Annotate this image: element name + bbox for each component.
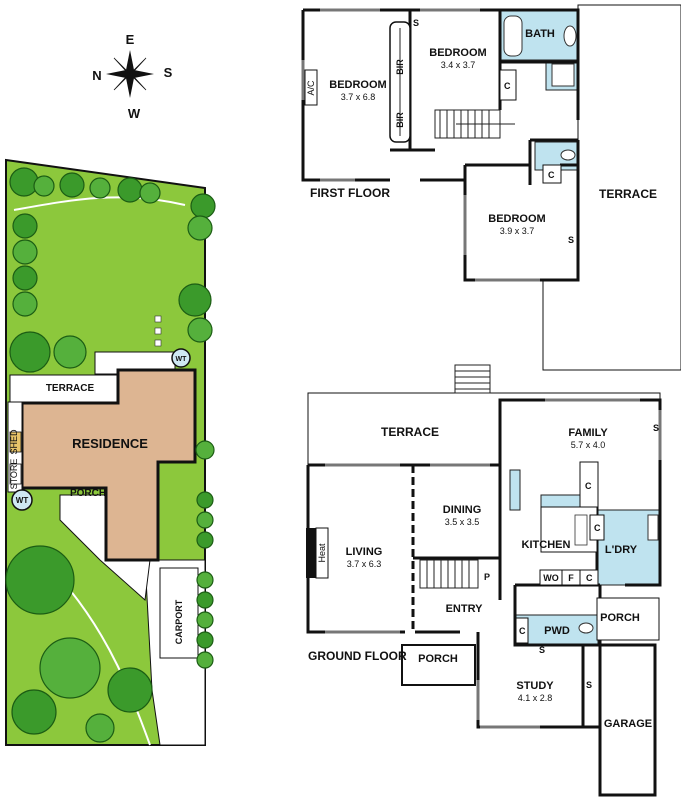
site-wt-label-2: WT <box>16 496 29 505</box>
gf-porch-front-label: PORCH <box>418 653 458 665</box>
ff-title: FIRST FLOOR <box>310 186 390 200</box>
compass-south: S <box>164 65 173 80</box>
ff-c2: C <box>548 170 555 180</box>
ff-terrace: TERRACE <box>599 187 657 201</box>
gf-living-name: LIVING <box>346 546 383 558</box>
site-shed <box>9 431 22 453</box>
gf-dining-size: 3.5 x 3.5 <box>445 517 480 527</box>
gf-laundry: L'DRY <box>605 544 638 556</box>
ff-bath: BATH <box>525 28 555 40</box>
ff-ac: A/C <box>306 80 316 96</box>
gf-f: F <box>568 573 574 583</box>
site-carport-label: CARPORT <box>174 599 184 644</box>
site-store-label: STORE <box>9 459 19 490</box>
gf-title: GROUND FLOOR <box>308 649 407 663</box>
ff-c1: C <box>504 81 511 91</box>
site-porch-label: PORCH <box>70 488 106 499</box>
site-wt-label-1: WT <box>176 356 188 363</box>
gf-c3: C <box>586 573 593 583</box>
compass-east: E <box>126 32 135 47</box>
gf-pwd: PWD <box>544 625 570 637</box>
gf-study-size: 4.1 x 2.8 <box>518 693 553 703</box>
first-floor-plan <box>301 4 681 371</box>
gf-heat: Heat <box>317 543 327 563</box>
site-water-tank-2 <box>11 489 33 511</box>
site-water-tank-1 <box>171 348 191 368</box>
gf-family-name: FAMILY <box>568 427 608 439</box>
gf-terrace: TERRACE <box>381 425 439 439</box>
ff-bir-2: BIR <box>395 112 405 128</box>
ff-bedroom3-name: BEDROOM <box>488 213 545 225</box>
gf-porch-front <box>401 644 476 686</box>
gf-porch-side <box>596 597 660 641</box>
site-carport <box>159 567 199 659</box>
gf-c2: C <box>594 523 601 533</box>
gf-living-size: 3.7 x 6.3 <box>347 559 382 569</box>
gf-study-name: STUDY <box>516 680 554 692</box>
gf-dining-name: DINING <box>443 504 482 516</box>
ff-bedroom1-size: 3.7 x 6.8 <box>341 92 376 102</box>
site-residence-label: RESIDENCE <box>72 436 148 451</box>
site-terrace-label: TERRACE <box>46 383 95 394</box>
ground-floor-plan <box>306 364 662 797</box>
compass-north: N <box>92 68 101 83</box>
gf-entry: ENTRY <box>446 603 484 615</box>
site-terrace <box>9 374 123 404</box>
gf-s1: S <box>653 423 659 433</box>
ff-bedroom2-size: 3.4 x 3.7 <box>441 60 476 70</box>
gf-kitchen: KITCHEN <box>522 539 571 551</box>
compass-rose <box>106 50 154 98</box>
ff-bedroom2-name: BEDROOM <box>429 47 486 59</box>
site-plan <box>5 158 216 746</box>
compass-west: W <box>128 106 141 121</box>
gf-porch-side-label: PORCH <box>600 612 640 624</box>
gf-p: P <box>484 572 490 582</box>
ff-bir-1: BIR <box>395 59 405 75</box>
gf-c1: C <box>585 481 592 491</box>
gf-s2: S <box>539 645 545 655</box>
ff-bedroom3-size: 3.9 x 3.7 <box>500 226 535 236</box>
ff-bedroom1-name: BEDROOM <box>329 79 386 91</box>
ff-s2: S <box>568 235 574 245</box>
site-shed-label: SHED <box>9 429 19 455</box>
site-store <box>9 463 22 485</box>
ff-s1: S <box>413 18 419 28</box>
gf-s3: S <box>586 680 592 690</box>
gf-garage: GARAGE <box>604 718 652 730</box>
gf-family-size: 5.7 x 4.0 <box>571 440 606 450</box>
gf-wo: WO <box>543 573 559 583</box>
site-residence <box>20 368 197 562</box>
gf-c4: C <box>519 626 526 636</box>
